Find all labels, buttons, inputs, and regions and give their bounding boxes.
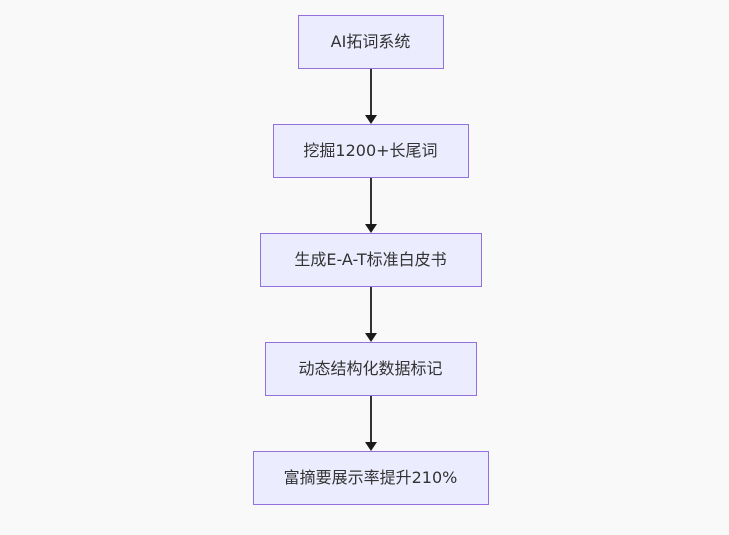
arrowhead-down-icon: [364, 224, 377, 233]
flow-node-rich-snippet-lift: 富摘要展示率提升210%: [252, 451, 489, 505]
arrow-shaft: [369, 287, 372, 333]
flow-arrow-down-2: [364, 178, 378, 233]
arrowhead-down-icon: [364, 442, 377, 451]
arrowhead-down-icon: [364, 333, 377, 342]
flow-arrow-down-1: [364, 69, 378, 124]
flow-node-eat-whitepaper: 生成E-A-T标准白皮书: [259, 233, 482, 287]
arrowhead-down-icon: [364, 115, 377, 124]
flowchart-canvas: AI拓词系统 挖掘1200+长尾词 生成E-A-T标准白皮书 动态结构化数据标记…: [6, 0, 729, 535]
flow-arrow-down-3: [364, 287, 378, 342]
flow-arrow-down-4: [364, 396, 378, 451]
flow-node-ai-keyword-system: AI拓词系统: [297, 15, 444, 69]
arrow-shaft: [369, 178, 372, 224]
arrow-shaft: [369, 396, 372, 442]
flow-node-longtail-mining: 挖掘1200+长尾词: [272, 124, 469, 178]
arrow-shaft: [369, 69, 372, 115]
flow-node-structured-data-markup: 动态结构化数据标记: [264, 342, 477, 396]
